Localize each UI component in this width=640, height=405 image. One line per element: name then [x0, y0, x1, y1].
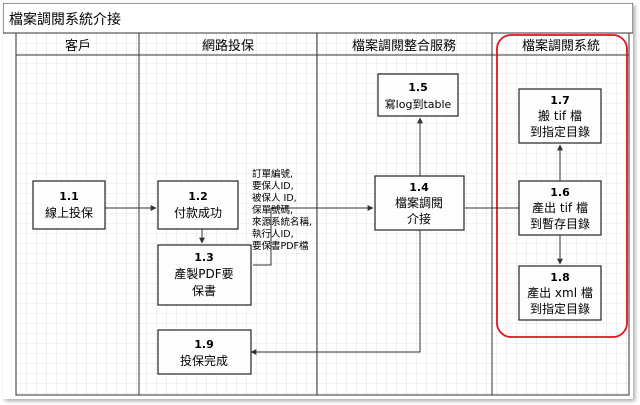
field-insured-id: 被保人 ID, [252, 192, 297, 204]
field-executor-id: 執行人ID, [252, 228, 294, 240]
swimlane-diagram: 檔案調閱系統介接 客戶 網路投保 檔案調閱整合服務 檔案調閱系統 訂單編號, 要… [3, 3, 633, 396]
fields-annotation: 訂單編號, 要保人ID, 被保人 ID, 保單號碼, 來源系統名稱, 執行人ID… [252, 168, 312, 252]
process-box-1-5: 1.5 寫log到table [377, 73, 459, 117]
lane-header-integration-service: 檔案調閱整合服務 [352, 39, 456, 54]
connector-1-4-to-1-9 [250, 230, 421, 355]
highlight-archive-system [496, 34, 628, 338]
step-label: 產出 xml 檔 [527, 285, 593, 300]
connector-1-3-to-1-4 [253, 205, 374, 266]
lane-header-archive-system: 檔案調閱系統 [522, 39, 600, 54]
field-policy-number: 保單號碼, [252, 204, 293, 216]
process-box-1-4: 1.4 檔案調閱 介接 [374, 175, 465, 231]
step-number: 1.4 [409, 181, 429, 194]
step-label: 寫log到table [385, 97, 452, 111]
diagram-title: 檔案調閱系統介接 [9, 11, 121, 28]
step-label: 付款成功 [174, 206, 222, 220]
step-number: 1.5 [408, 81, 428, 94]
process-box-1-2: 1.2 付款成功 [157, 180, 239, 230]
step-label: 搬 tif 檔 [538, 108, 582, 123]
process-box-1-9: 1.9 投保完成 [157, 329, 252, 375]
step-label: 到暫存目錄 [530, 216, 590, 231]
step-label: 保書 [192, 284, 216, 298]
field-application-pdf: 要保書PDF檔 [252, 240, 309, 252]
lane-header-online-insurance: 網路投保 [202, 38, 254, 54]
diagram-frame: 檔案調閱系統介接 客戶 網路投保 檔案調閱整合服務 檔案調閱系統 訂單編號, 要… [3, 3, 633, 399]
step-label: 介接 [407, 211, 431, 226]
process-box-1-3: 1.3 產製PDF要 保書 [157, 244, 252, 306]
field-order-number: 訂單編號, [252, 168, 293, 180]
step-number: 1.9 [194, 338, 214, 351]
step-label: 到指定目錄 [530, 124, 590, 139]
step-number: 1.6 [550, 186, 570, 199]
step-label: 產出 tif 檔 [532, 200, 588, 215]
field-applicant-id: 要保人ID, [252, 180, 294, 192]
step-label: 產製PDF要 [174, 266, 233, 281]
process-box-1-6: 1.6 產出 tif 檔 到暫存目錄 [518, 180, 602, 236]
lane-area-border [15, 32, 630, 396]
step-number: 1.7 [550, 94, 570, 107]
step-label: 到指定目錄 [530, 301, 590, 316]
process-box-1-8: 1.8 產出 xml 檔 到指定目錄 [518, 265, 602, 321]
process-box-1-7: 1.7 搬 tif 檔 到指定目錄 [518, 88, 602, 144]
step-number: 1.3 [194, 251, 214, 264]
step-number: 1.8 [550, 271, 570, 284]
field-source-system: 來源系統名稱, [252, 216, 312, 228]
step-label: 線上投保 [45, 205, 93, 220]
step-number: 1.2 [188, 190, 208, 203]
process-box-1-1: 1.1 線上投保 [32, 180, 106, 230]
step-label: 檔案調閱 [395, 195, 443, 210]
step-number: 1.1 [59, 190, 79, 203]
step-label: 投保完成 [180, 353, 228, 368]
lane-header-customer: 客戶 [65, 38, 91, 54]
